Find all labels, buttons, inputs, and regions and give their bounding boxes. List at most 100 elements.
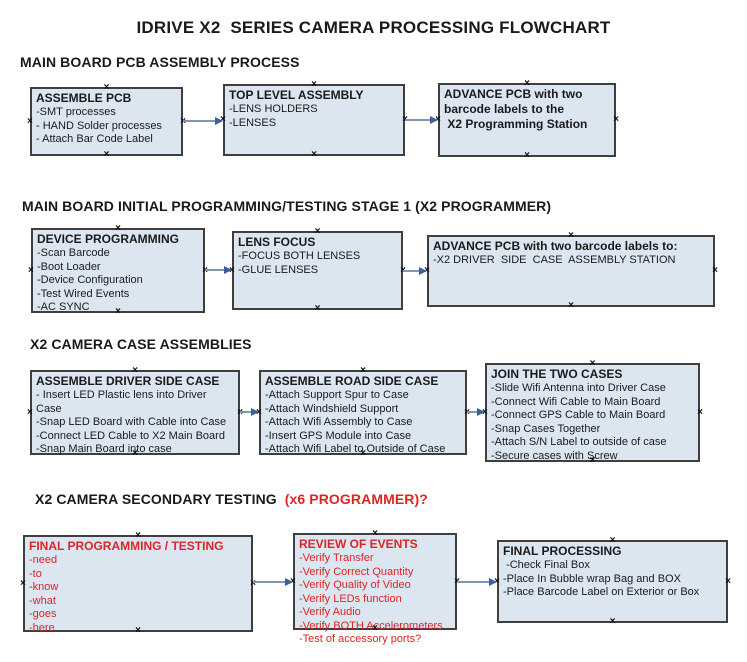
arrow-head-icon	[285, 578, 293, 586]
flow-box-advance-pcb-programming-station: ADVANCE PCB with two barcode labels to t…	[435, 79, 619, 161]
box-item: -Verify Correct Quantity	[299, 565, 414, 578]
box-item: -Secure cases with Screw	[491, 449, 618, 462]
flow-box-join-the-two-cases: JOIN THE TWO CASES -Slide Wifi Antenna i…	[482, 359, 703, 466]
box-item: -Attach Windshield Support	[265, 402, 399, 415]
box-item: -Slide Wifi Antenna into Driver Case	[491, 382, 666, 394]
connector-handle-icon: ×	[712, 265, 718, 276]
page-title: IDRIVE X2 SERIES CAMERA PROCESSING FLOWC…	[136, 18, 611, 37]
box-item: -SMT processes	[36, 106, 116, 118]
flow-arrow	[205, 265, 232, 275]
arrow-head-icon	[251, 408, 259, 416]
box-item: -Test Wired Events	[37, 287, 130, 300]
box-item: -Verify LEDs function	[299, 592, 402, 605]
box-item: -Test of accessory ports?	[299, 633, 422, 645]
connector-handle-icon: ×	[28, 264, 34, 276]
box-item: -Device Configuration	[37, 274, 143, 286]
connector-handle-icon: ×	[524, 150, 530, 161]
flow-box-lens-focus: LENS FOCUS -FOCUS BOTH LENSES -GLUE LENS…	[229, 227, 406, 314]
box-title: X2 Programming Station	[444, 117, 588, 131]
box-item: -Place In Bubble wrap Bag and BOX	[503, 572, 681, 585]
box-item: -Snap Cases Together	[491, 422, 601, 435]
box-title: TOP LEVEL ASSEMBLY	[229, 88, 364, 102]
box-item: -Verify BOTH Accelerometers	[299, 619, 443, 632]
box-item: -LENSES	[229, 116, 277, 129]
flow-box-top-level-assembly: TOP LEVEL ASSEMBLY -LENS HOLDERS -LENSES…	[220, 80, 408, 160]
arrow-line	[240, 411, 254, 413]
box-title: ADVANCE PCB with two	[444, 87, 583, 101]
flow-box-final-processing: FINAL PROCESSING -Check Final Box -Place…	[494, 536, 731, 627]
box-item: -Connect LED Cable to X2 Main Board	[36, 429, 225, 442]
connector-handle-icon: ×	[568, 300, 574, 311]
flow-arrow	[240, 407, 259, 417]
box-title: ADVANCE PCB with two barcode labels to:	[433, 239, 678, 253]
box-item: -Snap Main Board into case	[36, 443, 172, 455]
box-item: -Insert GPS Module into Case	[265, 429, 412, 442]
arrow-head-icon	[430, 116, 438, 124]
connector-handle-icon: ×	[613, 114, 619, 125]
flow-arrow	[457, 577, 497, 587]
box-title: FINAL PROGRAMMING / TESTING	[29, 539, 224, 553]
connector-handle-icon: ×	[314, 303, 321, 314]
connector-handle-icon: ×	[609, 616, 616, 627]
box-item: -Attach S/N Label to outside of case	[491, 436, 667, 448]
box-title: ASSEMBLE ROAD SIDE CASE	[265, 374, 439, 388]
box-title: FINAL PROCESSING	[503, 544, 622, 558]
arrow-line	[253, 581, 288, 583]
box-title: JOIN THE TWO CASES	[491, 367, 623, 381]
flow-box-assemble-pcb: ASSEMBLE PCB -SMT processes - HAND Solde…	[27, 83, 186, 160]
box-item: -AC SYNC	[37, 301, 90, 313]
flow-box-advance-pcb-driver-side: ADVANCE PCB with two barcode labels to: …	[424, 231, 718, 311]
box-item: -Connect Wifi Cable to Main Board	[491, 395, 661, 408]
box-item: -Scan Barcode	[37, 247, 110, 259]
box-item: -to	[29, 567, 42, 580]
connector-handle-icon: ×	[697, 406, 703, 418]
box-title: barcode labels to the	[444, 102, 565, 116]
connector-handle-icon: ×	[27, 115, 33, 127]
arrow-line	[403, 270, 422, 272]
box-item: -Attach Wifi Assembly to Case	[265, 416, 413, 428]
box-item: -need	[29, 554, 58, 566]
arrow-head-icon	[477, 408, 485, 416]
flow-box-final-programming-testing: FINAL PROGRAMMING / TESTING -need -to -k…	[20, 531, 256, 636]
box-item: -FOCUS BOTH LENSES	[238, 250, 361, 262]
flow-box-assemble-driver-side-case: ASSEMBLE DRIVER SIDE CASE - Insert LED P…	[27, 366, 243, 459]
arrow-head-icon	[489, 578, 497, 586]
box-title: ASSEMBLE DRIVER SIDE CASE	[36, 374, 220, 388]
flow-box-device-programming: DEVICE PROGRAMMING -Scan Barcode -Boot L…	[28, 224, 208, 317]
arrow-line	[205, 269, 227, 271]
box-item: -Attach Wifi Label to Outside of Case	[265, 443, 446, 455]
arrow-line	[467, 411, 480, 413]
flow-arrow	[403, 266, 427, 276]
section-header-initial-programming: MAIN BOARD INITIAL PROGRAMMING/TESTING S…	[22, 198, 552, 214]
connector-handle-icon: ×	[20, 577, 26, 589]
arrow-head-icon	[215, 117, 223, 125]
flow-arrow	[467, 407, 485, 417]
box-item: - HAND Solder processes	[36, 119, 162, 132]
box-item: -what	[29, 594, 56, 607]
box-item: -X2 DRIVER SIDE CASE ASSEMBLY STATION	[433, 254, 676, 266]
box-title: LENS FOCUS	[238, 235, 316, 249]
box-item: -here	[29, 621, 55, 634]
box-item: -GLUE LENSES	[238, 263, 319, 276]
section-header-suffix: (x6 PROGRAMMER)?	[284, 491, 428, 507]
box-item: -Boot Loader	[37, 260, 101, 273]
box-item: -know	[29, 581, 59, 593]
box-title: DEVICE PROGRAMMING	[37, 232, 180, 246]
section-header-secondary-testing: X2 CAMERA SECONDARY TESTING (x6 PROGRAMM…	[35, 491, 428, 507]
box-item: - Attach Bar Code Label	[36, 133, 153, 145]
arrow-head-icon	[419, 267, 427, 275]
flow-arrow	[405, 115, 438, 125]
box-item: -Place Barcode Label on Exterior or Box	[503, 586, 700, 598]
box-item: -Snap LED Board with Cable into Case	[36, 416, 227, 428]
connector-handle-icon: ×	[725, 575, 731, 587]
flow-arrow	[253, 577, 293, 587]
box-item: - Insert LED Plastic lens into Driver Ca…	[36, 389, 210, 415]
connector-handle-icon: ×	[27, 406, 33, 418]
box-item: -Check Final Box	[503, 559, 590, 571]
box-item: -Verify Audio	[299, 606, 361, 618]
box-item: -LENS HOLDERS	[229, 103, 318, 115]
box-title: REVIEW OF EVENTS	[299, 537, 418, 551]
arrow-head-icon	[224, 266, 232, 274]
box-item: -Verify Transfer	[299, 552, 374, 564]
